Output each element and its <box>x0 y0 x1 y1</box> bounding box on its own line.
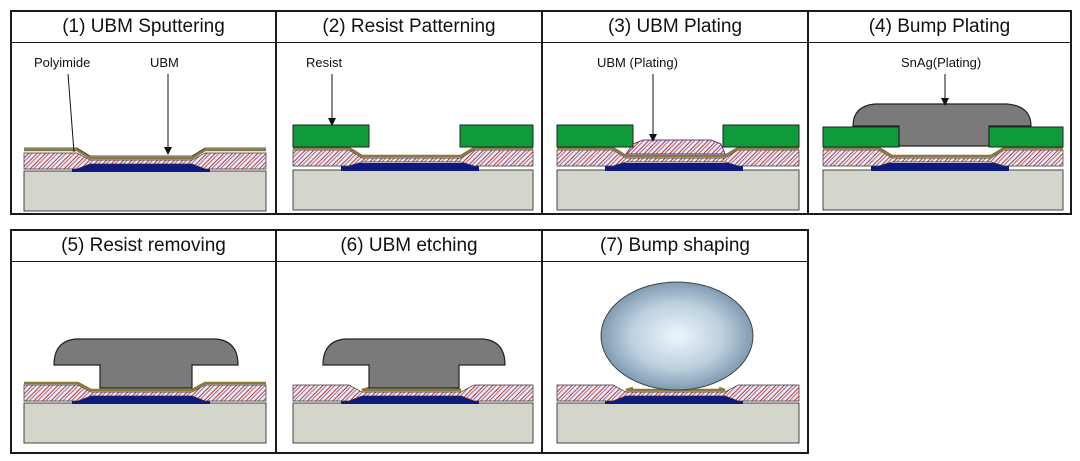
step-5-title: (5) Resist removing <box>12 231 275 262</box>
resist-right <box>722 124 800 148</box>
polyimide-layer <box>822 149 1064 167</box>
aluminum-pad <box>871 163 1009 171</box>
step-5-cross-section <box>23 338 267 444</box>
ubm-layer-remaining <box>361 386 462 392</box>
step-4-figure: SnAg(Plating) <box>809 42 1070 213</box>
substrate <box>23 402 267 444</box>
polyimide-layer <box>23 384 267 402</box>
resist-right <box>988 126 1064 148</box>
step-1-figure: Polyimide UBM <box>12 42 275 213</box>
aluminum-pad <box>605 396 743 404</box>
aluminum-pad <box>341 163 479 171</box>
step-4-cross-section: SnAg(Plating) <box>822 55 1064 211</box>
resist-right <box>459 124 534 148</box>
step-5-figure <box>12 261 275 452</box>
step-7-cross-section <box>556 281 800 444</box>
resist-arrowhead <box>328 118 336 126</box>
step-6-figure <box>277 261 541 452</box>
resist-left <box>822 126 900 148</box>
step-1-title: (1) UBM Sputtering <box>12 12 275 43</box>
substrate <box>556 402 800 444</box>
ubm-outline <box>24 147 266 157</box>
ubm-plating-label: UBM (Plating) <box>597 55 678 70</box>
ubm-layer <box>293 146 533 158</box>
snag-bump <box>852 103 1032 147</box>
ubm-layer <box>557 146 799 158</box>
polyimide-layer <box>556 149 800 167</box>
step-6-cross-section <box>292 338 534 444</box>
step-1-cross-section: Polyimide UBM <box>23 55 267 212</box>
substrate <box>822 169 1064 211</box>
snag-bump <box>322 338 506 389</box>
ubm-plating-arrowhead <box>649 134 657 142</box>
aluminum-pad <box>72 163 210 172</box>
step-7-title: (7) Bump shaping <box>543 231 807 262</box>
polyimide-label: Polyimide <box>34 55 90 70</box>
step-3-figure: UBM (Plating) <box>543 42 807 213</box>
polyimide-layer <box>556 384 800 402</box>
snag-label: SnAg(Plating) <box>901 55 981 70</box>
step-2-figure: Resist <box>277 42 541 213</box>
aluminum-pad <box>605 163 743 171</box>
step-4-panel: (4) Bump Plating SnAg(Plating) <box>807 10 1072 215</box>
polyimide-layer <box>292 149 534 167</box>
resist-label: Resist <box>306 55 343 70</box>
step-2-cross-section: Resist <box>292 55 534 211</box>
solder-ball <box>600 281 754 391</box>
step-3-cross-section: UBM (Plating) <box>556 55 800 211</box>
step-5-panel: (5) Resist removing <box>10 229 277 454</box>
step-2-title: (2) Resist Patterning <box>277 12 541 43</box>
ubm-plating-layer <box>625 139 726 155</box>
step-3-panel: (3) UBM Plating UBM (Plating) <box>541 10 809 215</box>
aluminum-pad <box>341 396 479 404</box>
snag-arrowhead <box>941 98 949 106</box>
step-6-panel: (6) UBM etching <box>275 229 543 454</box>
aluminum-pad <box>72 396 210 404</box>
polyimide-leader <box>67 73 75 153</box>
polyimide-layer <box>292 384 534 402</box>
step-3-title: (3) UBM Plating <box>543 12 807 43</box>
ubm-layer <box>24 381 266 392</box>
step-2-panel: (2) Resist Patterning Resist <box>275 10 543 215</box>
substrate <box>23 170 267 212</box>
substrate <box>292 402 534 444</box>
polyimide-layer <box>23 152 267 170</box>
step-4-title: (4) Bump Plating <box>809 12 1070 43</box>
ubm-layer <box>823 146 1063 158</box>
step-6-title: (6) UBM etching <box>277 231 541 262</box>
resist-left <box>556 124 634 148</box>
ubm-label: UBM <box>150 55 179 70</box>
resist-left <box>292 124 370 148</box>
ubm-arrowhead <box>164 147 172 155</box>
ubm-layer <box>24 148 266 160</box>
step-7-figure <box>543 261 807 452</box>
snag-bump <box>53 338 239 389</box>
step-7-panel: (7) Bump shaping <box>541 229 809 454</box>
substrate <box>292 169 534 211</box>
substrate <box>556 169 800 211</box>
step-1-panel: (1) UBM Sputtering Polyimide UBM <box>10 10 277 215</box>
